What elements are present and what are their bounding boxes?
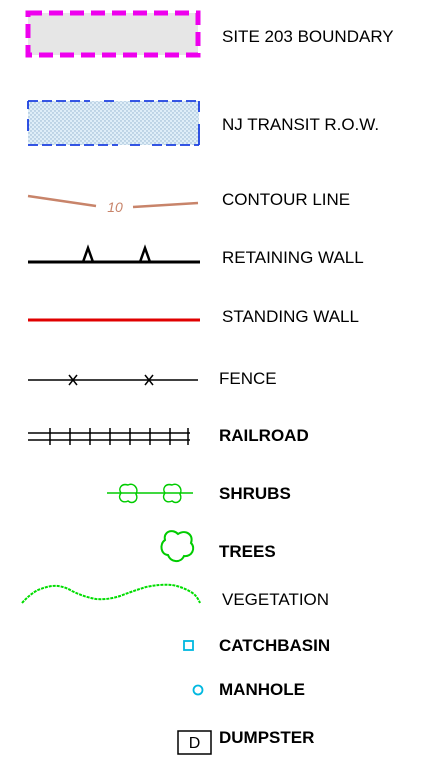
dumpster-symbol: D [177,730,212,755]
label-shrubs: SHRUBS [219,484,291,503]
label-contour-line: CONTOUR LINE [222,190,351,209]
label-vegetation: VEGETATION [222,590,330,609]
manhole-symbol [192,684,204,696]
shrubs-symbol [107,483,193,504]
label-catchbasin: CATCHBASIN [219,636,331,655]
catchbasin-symbol [183,640,194,651]
label-dumpster: DUMPSTER [219,728,315,747]
label-site-boundary: SITE 203 BOUNDARY [222,27,394,46]
dumpster-letter: D [189,735,201,752]
contour-value-label: 10 [107,199,123,215]
label-railroad: RAILROAD [219,426,309,445]
nj-transit-row-symbol [27,100,200,146]
label-manhole: MANHOLE [219,680,305,699]
label-standing-wall: STANDING WALL [222,307,359,326]
railroad-symbol [28,428,190,445]
contour-line-symbol: 10 [27,194,199,215]
vegetation-symbol [21,583,201,604]
label-retaining-wall: RETAINING WALL [222,248,364,267]
label-fence: FENCE [219,369,277,388]
trees-symbol [160,530,195,563]
site-boundary-symbol [25,10,201,58]
label-nj-transit-row: NJ TRANSIT R.O.W. [222,115,380,134]
retaining-wall-symbol [28,244,200,264]
label-trees: TREES [219,542,276,561]
fence-symbol [28,374,198,386]
